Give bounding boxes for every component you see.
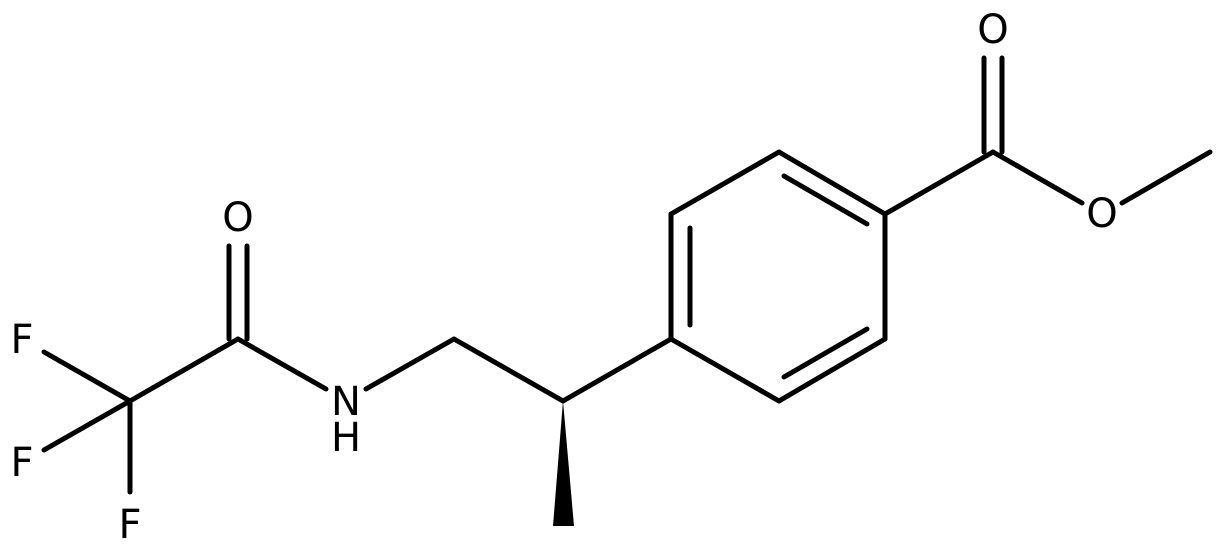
amide-oxygen-label: O xyxy=(222,195,253,241)
methyl-ester-group: O O xyxy=(882,7,1213,237)
benzene-ring xyxy=(668,149,888,404)
ring-inner-bond-2 xyxy=(781,326,870,380)
cf3-to-fluorine-1-bond xyxy=(41,349,133,404)
stereo-wedge-bond xyxy=(553,401,574,526)
ring-bond-4 xyxy=(668,336,782,404)
ring-bond-6 xyxy=(668,149,782,217)
nitrogen-to-amide-carbon-bond xyxy=(235,336,329,392)
ring-to-stereocenter-bond xyxy=(560,336,674,404)
ring-bond-3 xyxy=(776,336,888,404)
amide-carbon-to-cf3-bond xyxy=(127,336,241,404)
ester-oxygen-label: O xyxy=(1086,191,1117,237)
ester-oxygen-to-methyl-bond xyxy=(1119,149,1213,206)
cf3-to-fluorine-2-bond xyxy=(41,398,133,453)
fluorine-label-3: F xyxy=(118,502,141,548)
ring-to-carbonyl-bond xyxy=(882,149,996,217)
stereocenter-to-ch2-bond xyxy=(451,336,566,404)
carbonyl-to-ester-oxygen-bond xyxy=(990,149,1085,206)
amide-hydrogen-label: H xyxy=(331,415,361,461)
ch2-to-nitrogen-bond xyxy=(363,336,457,392)
ring-inner-bond-1 xyxy=(781,173,870,227)
fluorine-label-1: F xyxy=(10,317,33,363)
side-chain xyxy=(363,336,674,526)
ester-carbonyl-oxygen-label: O xyxy=(977,7,1008,53)
ring-bond-1 xyxy=(776,149,888,217)
fluorine-label-2: F xyxy=(10,440,33,486)
trifluoroacetamide-group: O N H F F F xyxy=(10,195,361,548)
amide-nitrogen-label: N xyxy=(331,379,361,425)
